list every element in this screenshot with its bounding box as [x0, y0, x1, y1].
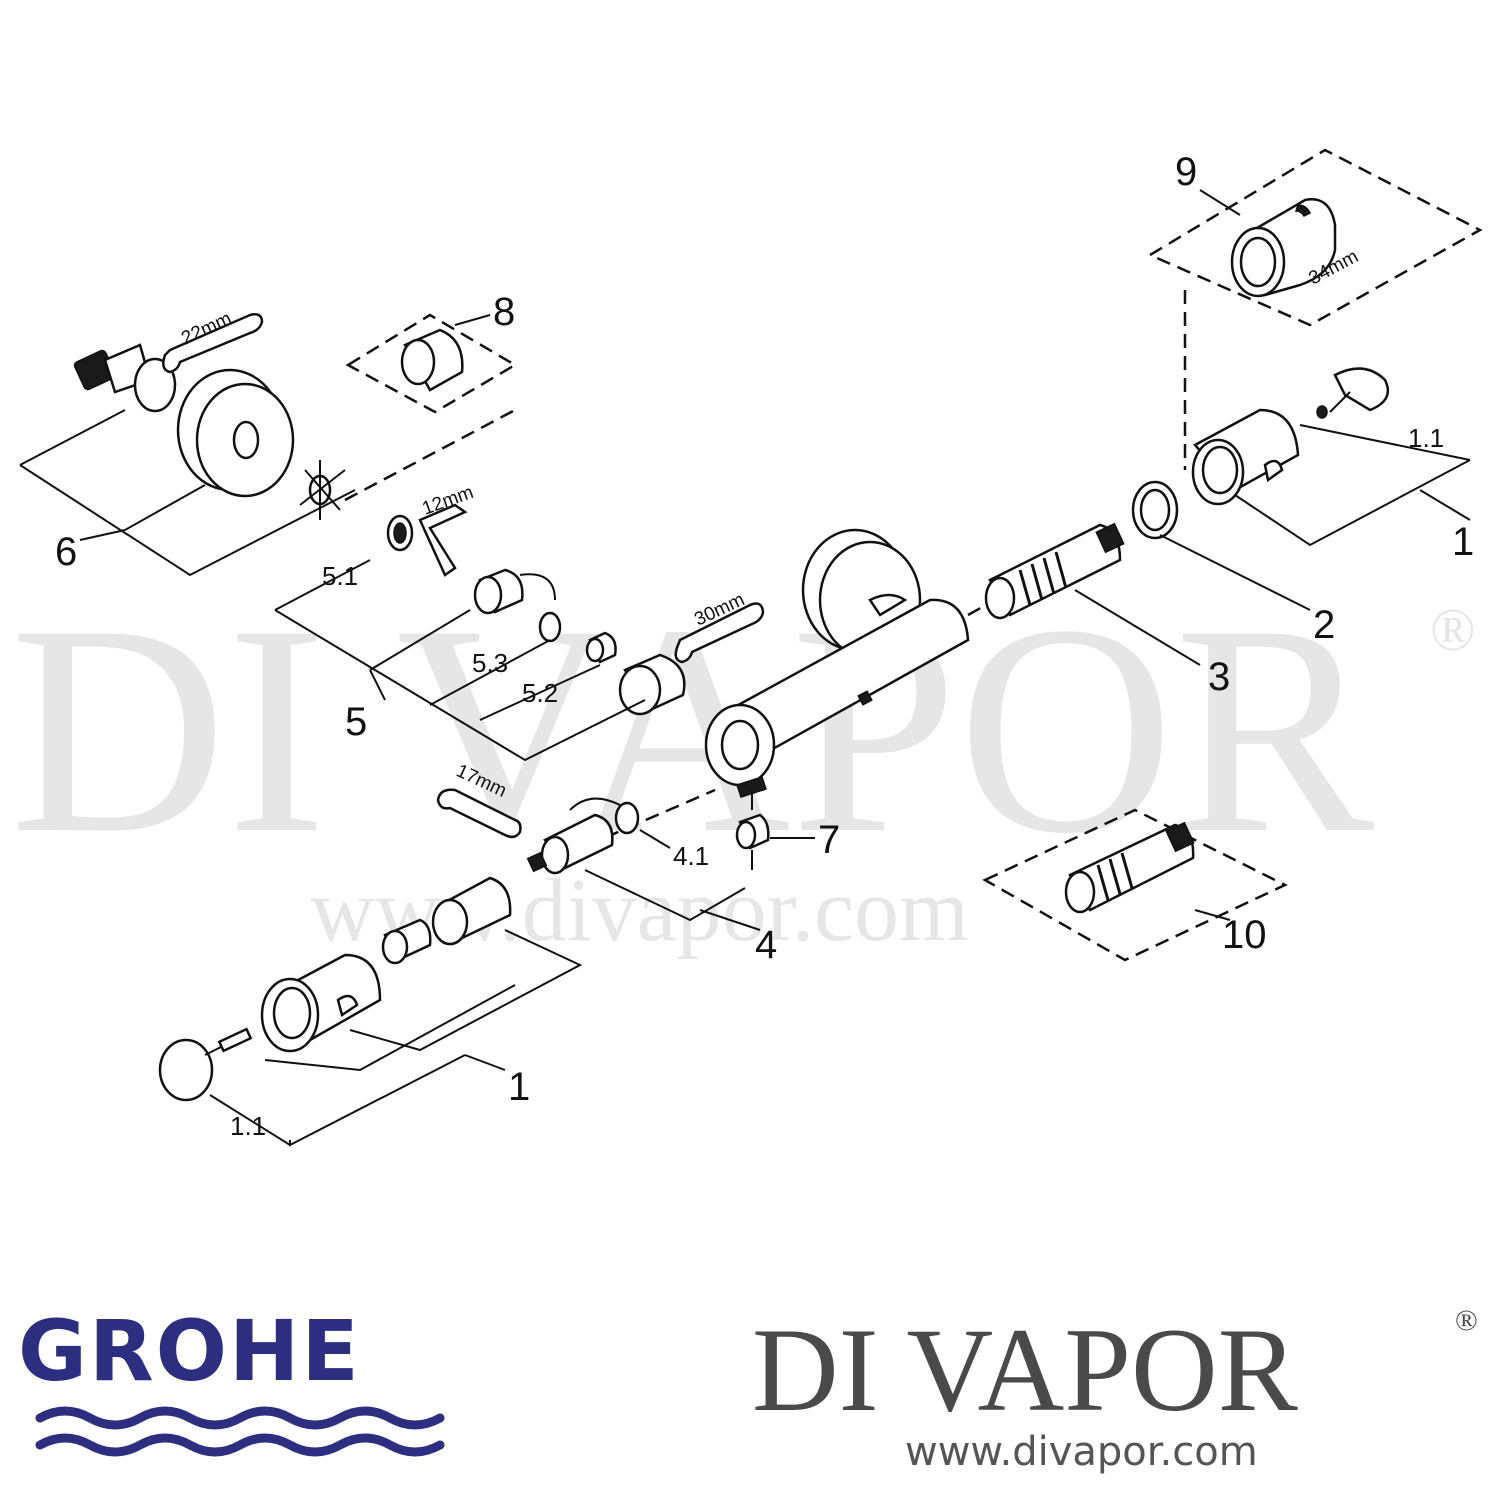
callout-5-3: 5.3: [472, 648, 508, 678]
part-5-1-filter: [386, 514, 414, 552]
divapor-logo: DI VAPOR ® www.divapor.com: [752, 1303, 1478, 1475]
callout-1-1-left: 1.1: [230, 1111, 266, 1141]
part-1-left-adapter: [431, 876, 512, 946]
part-5-nut: [618, 653, 686, 716]
divapor-wordmark: DI VAPOR: [752, 1303, 1298, 1436]
part-5-3-o-ring: [538, 611, 562, 643]
watermark: DI VAPOR ® www.divapor.com: [10, 563, 1476, 960]
callout-7: 7: [818, 818, 840, 862]
part-10-cartridge: [1064, 821, 1195, 914]
part-5-non-return-valve: [473, 568, 556, 615]
callout-4-1: 4.1: [673, 841, 709, 871]
callout-6: 6: [55, 530, 77, 574]
part-4-stop-valve: [526, 797, 621, 875]
part-5-2-insert: [585, 631, 617, 664]
part-1-right-handle: [1191, 408, 1300, 506]
callout-2: 2: [1313, 603, 1335, 647]
hex-key-12mm: 12mm: [418, 482, 476, 577]
part-8-dashed-frame: [345, 313, 518, 414]
callout-5: 5: [345, 700, 367, 744]
callout-4: 4: [755, 923, 777, 967]
part-7-group: 7: [735, 790, 840, 870]
part-5-group: 12mm 30mm 5 5.1 5.3 5.2: [274, 482, 765, 762]
part-8-adapter: [400, 328, 464, 392]
valve-body: [704, 593, 970, 798]
part-9-dashed-frame: [1147, 148, 1483, 327]
callout-5-2: 5.2: [522, 678, 558, 708]
part-6-rosette: [176, 368, 295, 498]
wrench-17mm: 17mm: [436, 760, 522, 839]
callout-1-1-right: 1.1: [1408, 423, 1444, 453]
part-8-dashed-leader: [344, 408, 516, 502]
part-3-group: 3: [984, 522, 1230, 699]
part-8-group: 8: [344, 290, 518, 502]
part-1-left-group: 1 1.1: [158, 876, 583, 1147]
part-6-washer-crossed: [299, 460, 346, 520]
part-10-group: 10: [982, 808, 1288, 962]
callout-8: 8: [493, 290, 515, 334]
part-1-left-handle: [260, 953, 382, 1053]
watermark-reg: ®: [1430, 597, 1476, 663]
part-3-cartridge: [984, 522, 1125, 620]
grohe-wave-2: [35, 1433, 445, 1457]
divapor-registered-mark: ®: [1455, 1304, 1478, 1337]
part-1-right-group: 1.1 1: [1191, 367, 1474, 564]
part-4-group: 17mm 4.1 4: [436, 760, 777, 967]
callout-3: 3: [1208, 655, 1230, 699]
part-6-group: 22mm 6: [19, 308, 356, 577]
wrench-22mm: 22mm: [162, 308, 264, 374]
grohe-logo: GROHE: [18, 1302, 445, 1457]
divapor-url: www.divapor.com: [905, 1429, 1258, 1475]
grohe-wave-1: [35, 1406, 445, 1430]
part-6-s-union: [73, 343, 177, 413]
part-9-group: 9 34mm: [1147, 148, 1483, 470]
part-1-1-left-cap: [158, 1027, 253, 1102]
part-1-1-right-cap: [1316, 367, 1390, 419]
part-2-group: 2: [1131, 480, 1335, 647]
grohe-wordmark: GROHE: [18, 1302, 361, 1400]
part-4-1-o-ring: [614, 801, 640, 835]
part-10-dashed-frame: [982, 808, 1288, 962]
callout-10: 10: [1222, 913, 1267, 957]
callout-1-left: 1: [508, 1065, 530, 1109]
callout-5-1: 5.1: [322, 561, 358, 591]
callout-9: 9: [1175, 150, 1197, 194]
part-9-tool: [1230, 198, 1337, 298]
part-1-left-spline: [381, 918, 432, 965]
callout-1-right: 1: [1452, 520, 1474, 564]
